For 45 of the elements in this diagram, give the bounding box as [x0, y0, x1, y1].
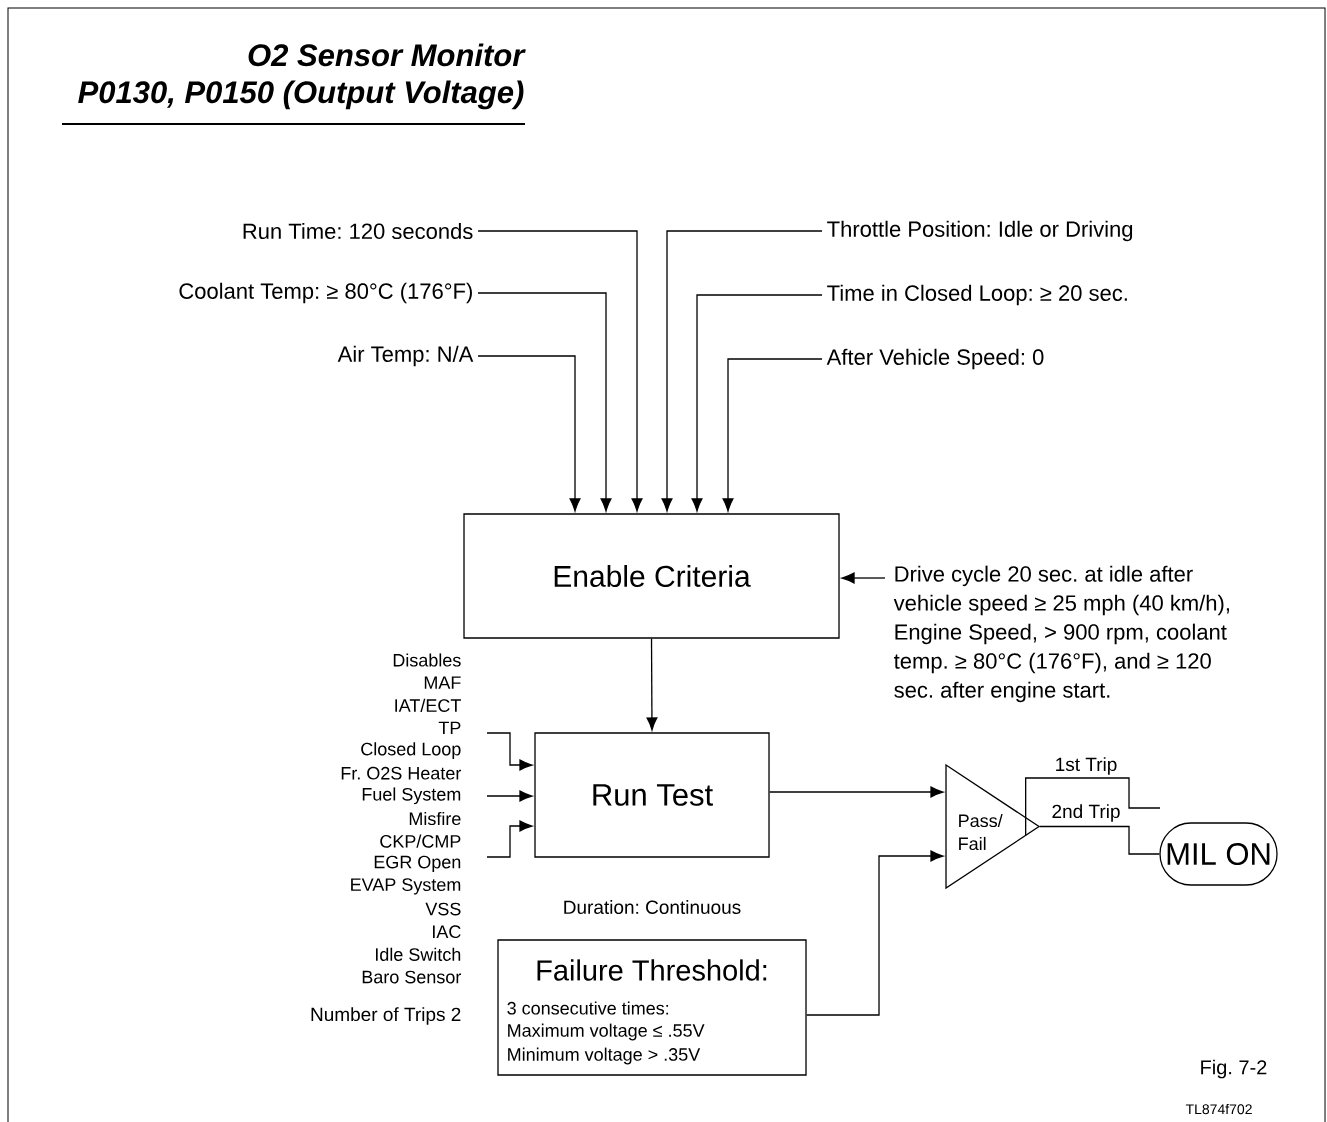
list-item: Idle Switch — [376, 947, 461, 961]
arrow — [486, 790, 533, 802]
condition-text: Time in Closed Loop: ≥ 20 sec. — [827, 284, 1127, 306]
arrow — [477, 292, 612, 512]
threshold-box: Failure Threshold: 3 consecutive times: Maximum voltage ≤ .55V Minimum voltage > .35V — [497, 939, 807, 1076]
condition-text: After Vehicle Speed: 0 — [826, 348, 1044, 370]
arrow — [769, 786, 944, 798]
process-box: Enable Criteria — [463, 513, 840, 639]
arrow — [841, 572, 886, 584]
note-text: Number of Trips 2 — [311, 1007, 461, 1025]
list-item: CKP/CMP — [380, 834, 461, 848]
list-item: Closed Loop — [361, 742, 461, 759]
list-item: IAC — [433, 925, 461, 939]
arrow — [806, 850, 944, 1016]
arrow — [477, 355, 581, 512]
arrow — [646, 638, 658, 731]
figure-code: TL874f702 — [1185, 1103, 1252, 1115]
list-item: Baro Sensor — [362, 970, 462, 984]
process-box: Run Test — [534, 732, 770, 858]
condition-text: Throttle Position: Idle or Driving — [827, 220, 1133, 242]
arrow — [486, 732, 533, 771]
list-item: TP — [438, 721, 461, 735]
edge-label: 2nd Trip — [1050, 803, 1122, 823]
condition-text: Coolant Temp: ≥ 80°C (176°F) — [179, 282, 472, 304]
list-item: Fuel System — [362, 787, 461, 805]
list-item: Disables — [393, 653, 461, 667]
list-item: Misfire — [409, 811, 461, 826]
title: O2 Sensor Monitor P0130, P0150 (Output Voltage) — [78, 43, 526, 110]
edge-label: 1st Trip — [1053, 756, 1119, 776]
condition-text: Run Time: 120 seconds — [243, 222, 473, 240]
list-item: IAT/ECT — [395, 698, 461, 712]
arrow — [661, 230, 823, 512]
arrow — [722, 358, 823, 512]
list-item: EVAP System — [351, 878, 461, 895]
list-item: Fr. O2S Heater — [341, 766, 462, 780]
arrow — [477, 230, 643, 512]
figure-caption: Fig. 7-2 — [1201, 1059, 1267, 1079]
arrow — [486, 820, 533, 858]
note-text: Drive cycle 20 sec. at idle after vehicle speed ≥ 25 mph (40 km/h), Engine Speed, > 900 rpm, coolant temp. ≥ 80°C (176°F), and ≥ 120 sec. after engine start. — [893, 565, 1229, 703]
condition-text: Air Temp: N/A — [337, 345, 474, 367]
list-item: EGR Open — [374, 855, 461, 872]
list-item: VSS — [425, 902, 461, 916]
duration-text: Duration: Continuous — [564, 900, 741, 914]
arrow — [691, 294, 823, 512]
list-item: MAF — [424, 676, 461, 689]
